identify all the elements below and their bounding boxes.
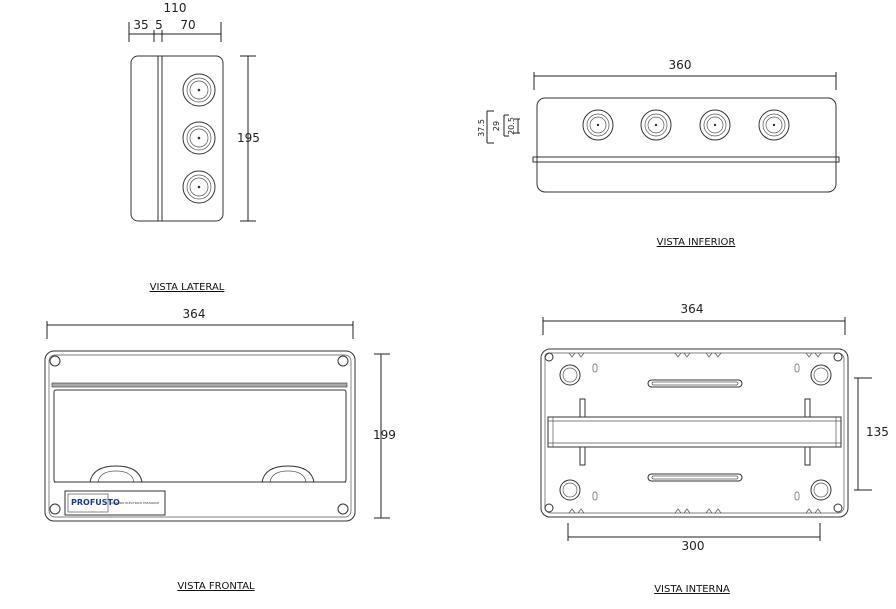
lateral-dim-part-1: 35 xyxy=(133,18,148,32)
interna-dim-bottom: 300 xyxy=(682,539,705,553)
frontal-nameplate-text: QUADRO ELÉCTRICO ESTANQUE xyxy=(111,500,159,505)
inferior-gland-1 xyxy=(582,109,614,141)
inferior-gland-4 xyxy=(758,109,790,141)
interna-dim-width: 364 xyxy=(681,302,704,316)
frontal-dim-width: 364 xyxy=(183,307,206,321)
lateral-dim-part-2: 5 xyxy=(155,18,163,32)
frontal-view: 364 PROFUSTO QUADRO ELÉCTRICO ESTANQUE 1… xyxy=(44,307,396,592)
inferior-dim-small-3: 20.5 xyxy=(507,117,516,135)
lateral-view: 110 35 5 70 195 VISTA LATERAL xyxy=(128,1,260,293)
lateral-dim-width: 110 xyxy=(164,1,187,15)
frontal-dim-height: 199 xyxy=(373,428,396,442)
lateral-dim-height: 195 xyxy=(237,131,260,145)
inferior-dim-small-1: 37.5 xyxy=(477,119,486,137)
lateral-gland-3 xyxy=(182,170,216,204)
lateral-gland-1 xyxy=(182,73,216,107)
interna-dim-height: 135 xyxy=(866,425,889,439)
inferior-gland-3 xyxy=(699,109,731,141)
inferior-dim-small-2: 29 xyxy=(492,121,501,131)
inferior-caption: VISTA INFERIOR xyxy=(657,237,736,248)
inferior-view: 360 37.5 29 20.5 VISTA INFERIOR xyxy=(477,58,840,248)
frontal-brand-logo: PROFUSTO xyxy=(71,498,120,507)
frontal-caption: VISTA FRONTAL xyxy=(177,581,255,592)
lateral-dim-part-3: 70 xyxy=(180,18,195,32)
interna-caption: VISTA INTERNA xyxy=(654,584,730,595)
lateral-caption: VISTA LATERAL xyxy=(150,282,225,293)
lateral-gland-2 xyxy=(182,121,216,155)
inferior-gland-2 xyxy=(640,109,672,141)
inferior-dim-width: 360 xyxy=(669,58,692,72)
interna-view: 364 xyxy=(540,302,889,595)
